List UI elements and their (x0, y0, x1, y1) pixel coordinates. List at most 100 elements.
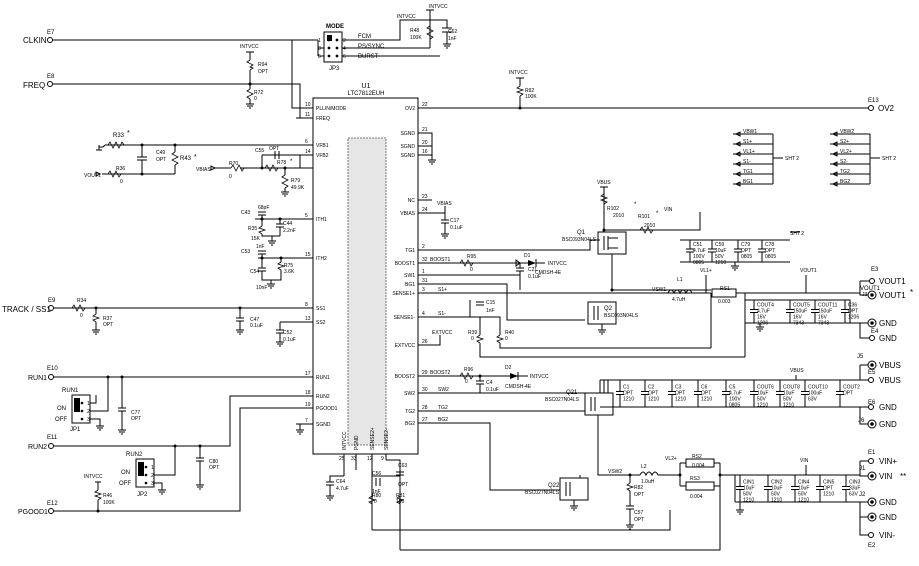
cap-label: 50V (743, 492, 753, 498)
svg-text:2: 2 (151, 473, 154, 479)
terminal-track-ss1[interactable]: TRACK / SS1 E9 (2, 298, 56, 314)
svg-text:2.2nF: 2.2nF (283, 228, 296, 234)
cap-c17: C17 0.1uF (441, 218, 463, 239)
res-r40: R40 0 (496, 330, 711, 349)
res-r46: R46 100K (93, 489, 115, 506)
pin-name: SGND (401, 144, 416, 150)
ic-ref: U1 (362, 83, 371, 90)
cap-label: OPT (648, 391, 658, 397)
cap-c49: C49 OPT (137, 145, 166, 174)
mode-switch-jp3[interactable]: MODE 1 3 5 2 4 6 FCM PS/SYNC BURST JP3 (318, 24, 385, 72)
mosfet-q21: Q21 BSC027N04LS (545, 390, 614, 416)
cap-label: 4.7uF (757, 309, 770, 315)
cap-c52: C52 0.1uF (276, 322, 296, 347)
terminal-pgood1[interactable]: PGOOD1 E12 (18, 501, 58, 516)
svg-text:GND: GND (879, 403, 897, 412)
jumper-jp2[interactable]: RUN2 1 2 3 ON OFF JP2 (119, 452, 155, 498)
connector-j6[interactable]: E6 GND GND J6 (858, 400, 897, 429)
pin-name: SENSE2- (384, 428, 390, 450)
pin-name: SENSE1+ (392, 291, 415, 297)
res-r34: R34 0 (71, 298, 86, 319)
pin-name: PLLIN/MODE (316, 106, 347, 112)
pin-name: SW1 (404, 273, 415, 279)
pin-number: 26 (422, 339, 428, 345)
pin-number: 28 (422, 405, 428, 411)
svg-text:E13: E13 (868, 98, 879, 104)
jumper-jp1[interactable]: RUN1 1 2 3 ON OFF JP1 (55, 388, 91, 433)
pin-number: 8 (305, 302, 308, 308)
svg-text:5: 5 (318, 54, 321, 60)
pin-name: SGND (401, 131, 416, 137)
svg-text:INTVCC: INTVCC (84, 474, 103, 480)
terminal-run1[interactable]: RUN1 E10 (28, 366, 58, 382)
cap-label: OPT (848, 309, 858, 315)
cap-label: OPT (843, 391, 853, 397)
cap-label: 7343 (793, 321, 804, 327)
svg-text:E8: E8 (47, 74, 55, 80)
svg-text:0.1uF: 0.1uF (528, 274, 541, 280)
svg-text:R92: R92 (525, 88, 534, 94)
cap-c47: C47 0.1uF (236, 308, 263, 335)
pin-number: 18 (305, 390, 311, 396)
svg-text:C15: C15 (486, 300, 495, 306)
pin-number: 22 (422, 102, 428, 108)
terminal-run2[interactable]: RUN2 E11 (28, 435, 58, 451)
svg-text:0: 0 (229, 174, 232, 180)
cap-label: COUT2 (843, 385, 860, 391)
svg-text:INTVCC: INTVCC (240, 44, 259, 50)
pin-name: VBIAS (400, 211, 415, 217)
svg-text:VOUT1: VOUT1 (800, 268, 817, 274)
pin-name: INTVCC (342, 431, 348, 450)
pin-number: 19 (305, 402, 311, 408)
cap-c54: C54 10nF (250, 258, 282, 291)
connector-j1[interactable]: E1 VIN+ J1 VIN ** GND J2 GND VIN- E2 (859, 450, 906, 549)
sheet-net: BG2 (840, 179, 850, 185)
cap-label: 16V (818, 315, 828, 321)
cap-label: 1210 (675, 397, 686, 403)
cap-label: 150uF (818, 309, 832, 315)
pin-name: SS2 (316, 320, 326, 326)
svg-text:0.003: 0.003 (718, 299, 731, 305)
svg-text:VL1+: VL1+ (700, 268, 712, 274)
cap-label: C78 (765, 242, 774, 248)
svg-text:*: * (634, 202, 637, 208)
cap-label: OPT (675, 391, 685, 397)
svg-text:C53: C53 (241, 249, 250, 255)
cap-label: 10uF (715, 248, 726, 254)
res-r102: R102 * 2010 (599, 193, 637, 219)
cap-label: C79 (741, 242, 750, 248)
terminal-freq[interactable]: FREQ E8 (23, 74, 55, 90)
svg-text:BSC093N04LS: BSC093N04LS (562, 237, 597, 243)
svg-text:VBUS: VBUS (879, 376, 901, 385)
pin-number: 10 (305, 102, 311, 108)
cap-label: 0805 (693, 260, 704, 266)
terminal-clkin[interactable]: CLKIN E7 (23, 30, 55, 45)
connector-j3[interactable]: E3 VOUT1 VOUT1 VOUT1 * J3 GND GND E4 (860, 267, 913, 343)
pin-name: BOOST2 (395, 374, 416, 380)
pin-name: SENSE1- (394, 315, 416, 321)
cap-label: COUT10 (808, 385, 828, 391)
svg-text:3.6K: 3.6K (284, 269, 295, 275)
svg-text:C56: C56 (372, 471, 381, 477)
svg-text:TRACK / SS1: TRACK / SS1 (2, 305, 51, 314)
svg-text:E11: E11 (47, 435, 58, 441)
svg-text:VBUS: VBUS (879, 361, 901, 370)
res-r78: R78 * (264, 159, 293, 172)
cap-label: COUT5 (793, 303, 810, 309)
svg-text:VIN-: VIN- (879, 531, 895, 540)
svg-text:R80: R80 (372, 493, 381, 499)
cap-label: C3 (675, 385, 682, 391)
cap-c77: C77 OPT (118, 377, 141, 435)
svg-text:3: 3 (87, 417, 90, 423)
mosfet-q2: Q2 BSC093N04LS (587, 301, 639, 325)
svg-text:R36: R36 (116, 166, 125, 172)
sheet-net: VL1+ (743, 149, 755, 155)
svg-text:100: 100 (396, 499, 405, 505)
connector-j5[interactable]: J5 VBUS E5 VBUS (857, 354, 901, 385)
cap-label: 50V (798, 492, 808, 498)
